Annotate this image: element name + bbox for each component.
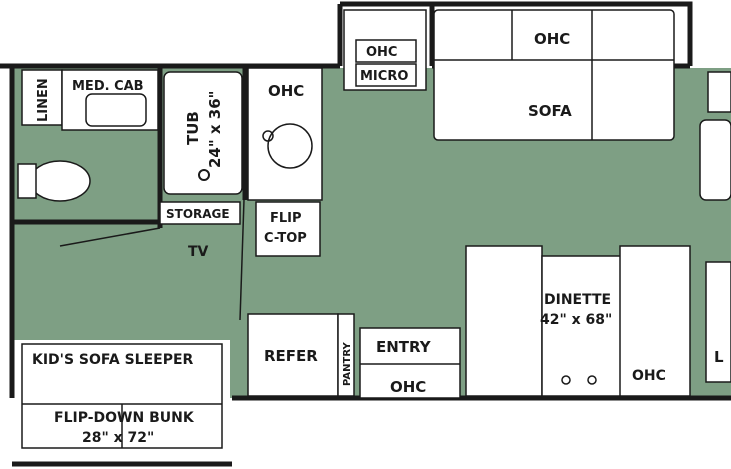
micro-ohc-box	[355, 39, 417, 63]
micro-box	[355, 63, 417, 87]
right-seat	[699, 119, 731, 201]
storage-label: STORAGE	[166, 207, 230, 221]
bath-door	[59, 227, 161, 247]
linen-label: LINEN	[36, 78, 51, 122]
flip-ctop	[255, 201, 321, 257]
entry-step	[359, 327, 461, 399]
flip-bunk-label: FLIP-DOWN BUNK	[54, 410, 195, 426]
tub-drain	[198, 169, 210, 181]
dinette-label: DINETTE	[544, 292, 611, 308]
galley-sink	[267, 123, 313, 169]
sofa	[433, 9, 675, 141]
sofa-ohc-label: OHC	[534, 30, 570, 48]
bath-wall	[12, 66, 248, 228]
toilet-tank	[17, 163, 37, 199]
bath-sink	[85, 93, 147, 127]
tub-label: TUB	[184, 111, 202, 145]
galley-wall	[239, 199, 245, 321]
pantry	[337, 313, 355, 397]
med-cab-label: MED. CAB	[72, 79, 144, 94]
front-cab-wall	[337, 1, 693, 66]
toilet	[29, 160, 91, 202]
dinette-knob2	[587, 375, 597, 385]
flip-label: FLIP	[270, 211, 302, 226]
tub-size-label: 24" x 36"	[206, 91, 224, 169]
tub	[163, 71, 243, 195]
right-cabinet-bottom	[705, 261, 731, 383]
dinette-bench-right	[619, 245, 691, 397]
micro-ohc-label: OHC	[366, 45, 397, 60]
right-cabinet-top	[707, 71, 731, 113]
dinette-ohc-label: OHC	[632, 368, 666, 384]
refer-label: REFER	[264, 347, 318, 365]
pantry-label: PANTRY	[342, 342, 353, 386]
entry-label: ENTRY	[376, 338, 432, 356]
dinette-bench-left	[465, 245, 543, 397]
ctop-label: C-TOP	[264, 231, 307, 246]
right-edge-label: L	[714, 348, 724, 366]
sofa-label: SOFA	[528, 102, 572, 120]
dinette-table	[541, 255, 623, 397]
entry-ohc-label: OHC	[390, 378, 426, 396]
tv-label: TV	[188, 244, 209, 260]
kids-sofa-label: KID'S SOFA SLEEPER	[32, 352, 194, 368]
dinette-size-label: 42" x 68"	[540, 312, 612, 328]
bunk-size-label: 28" x 72"	[82, 430, 154, 446]
dinette-knob1	[561, 375, 571, 385]
galley-faucet	[262, 130, 274, 142]
storage-cabinet	[159, 201, 241, 225]
refer	[247, 313, 339, 397]
micro-label: MICRO	[360, 69, 408, 84]
galley-ohc-label: OHC	[268, 82, 304, 100]
